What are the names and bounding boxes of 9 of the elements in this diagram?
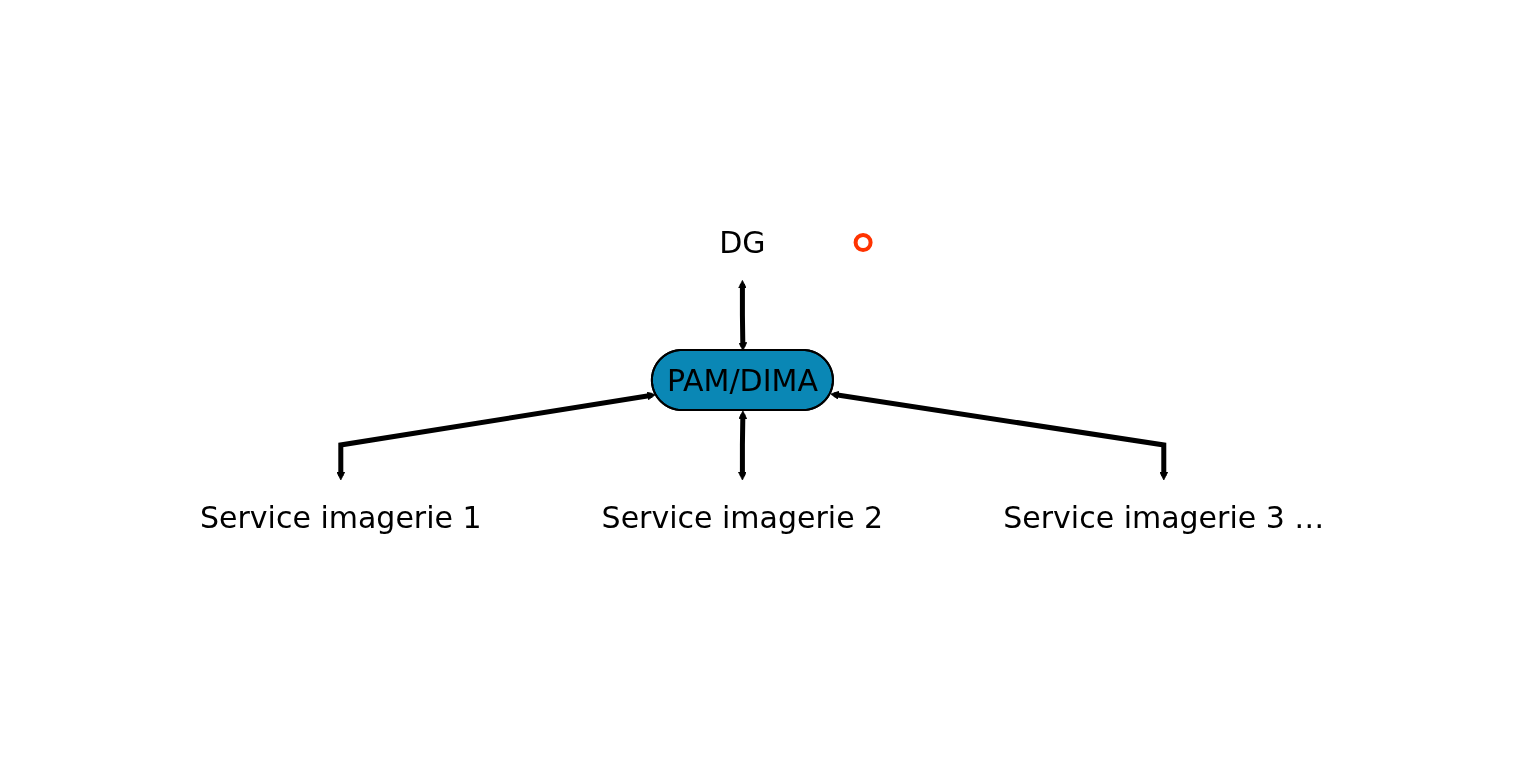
arrow xyxy=(738,279,748,351)
node-text: Service imagerie 2 xyxy=(601,499,884,535)
node-ellipse xyxy=(853,232,873,252)
node-text: DG xyxy=(719,224,766,260)
arrow xyxy=(336,391,657,480)
arrow xyxy=(830,390,1169,480)
node-text: Service imagerie 1 xyxy=(200,499,482,535)
arrow xyxy=(738,410,748,480)
node-text: Service imagerie 3 … xyxy=(1003,499,1325,535)
